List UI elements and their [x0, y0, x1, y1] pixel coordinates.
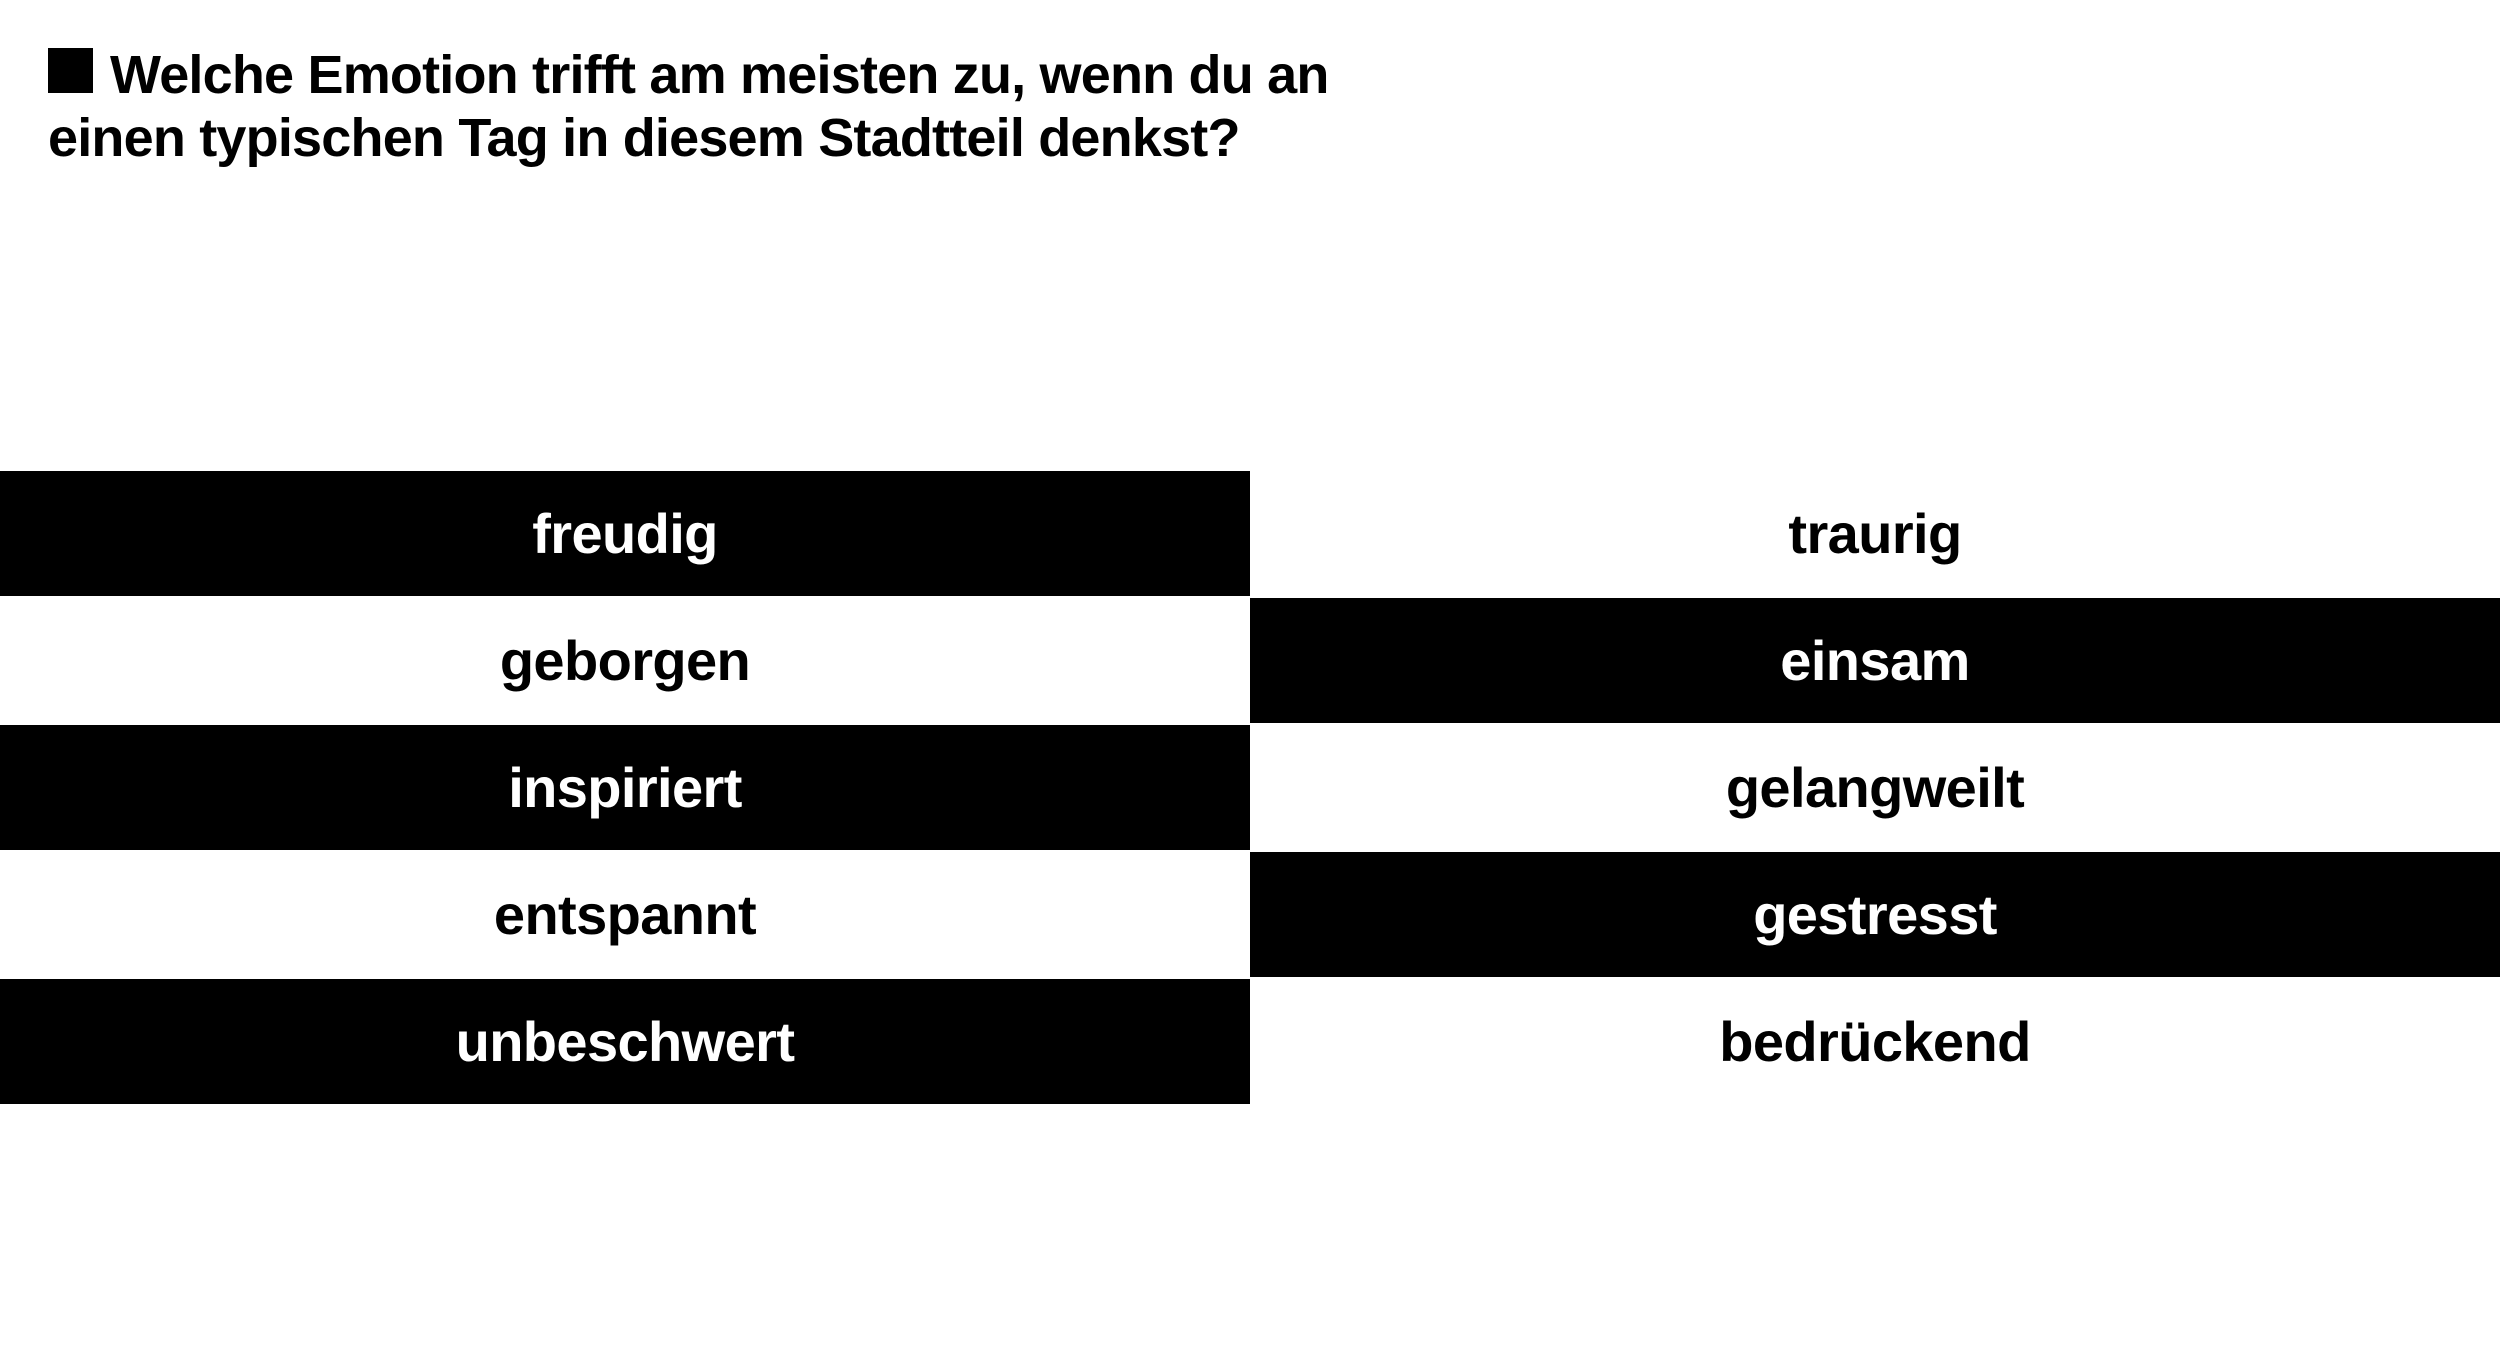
option-row: freudig traurig [0, 471, 2500, 596]
option-row: inspiriert gelangweilt [0, 725, 2500, 850]
question-line-1-text: Welche Emotion trifft am meisten zu, wen… [110, 45, 1329, 105]
option-label: unbeschwert [455, 1010, 795, 1073]
black-square-icon [48, 48, 93, 93]
option-cell[interactable]: einsam [1250, 598, 2500, 723]
option-cell[interactable]: freudig [0, 471, 1250, 596]
option-label: traurig [1788, 502, 1962, 565]
question-title: Welche Emotion trifft am meisten zu, wen… [48, 44, 1548, 170]
option-label: geborgen [499, 629, 751, 692]
question-line-2: einen typischen Tag in diesem Stadtteil … [48, 107, 1548, 170]
option-cell[interactable]: traurig [1250, 471, 2500, 596]
option-row: unbeschwert bedrückend [0, 979, 2500, 1104]
option-label: gestresst [1753, 883, 1997, 946]
option-row: geborgen einsam [0, 598, 2500, 723]
question-line-1: Welche Emotion trifft am meisten zu, wen… [48, 44, 1548, 107]
option-cell[interactable]: entspannt [0, 852, 1250, 977]
option-row: entspannt gestresst [0, 852, 2500, 977]
option-label: einsam [1780, 629, 1970, 692]
option-cell[interactable]: inspiriert [0, 725, 1250, 850]
option-label: gelangweilt [1725, 756, 2025, 819]
option-cell[interactable]: gestresst [1250, 852, 2500, 977]
option-label: bedrückend [1719, 1010, 2031, 1073]
option-label: entspannt [493, 883, 757, 946]
options-grid: freudig traurig geborgen einsam inspirie… [0, 471, 2500, 1104]
option-cell[interactable]: geborgen [0, 598, 1250, 723]
option-label: inspiriert [508, 756, 742, 819]
option-label: freudig [532, 502, 718, 565]
option-cell[interactable]: unbeschwert [0, 979, 1250, 1104]
option-cell[interactable]: bedrückend [1250, 979, 2500, 1104]
question-line-2-text: einen typischen Tag in diesem Stadtteil … [48, 108, 1240, 168]
option-cell[interactable]: gelangweilt [1250, 725, 2500, 850]
